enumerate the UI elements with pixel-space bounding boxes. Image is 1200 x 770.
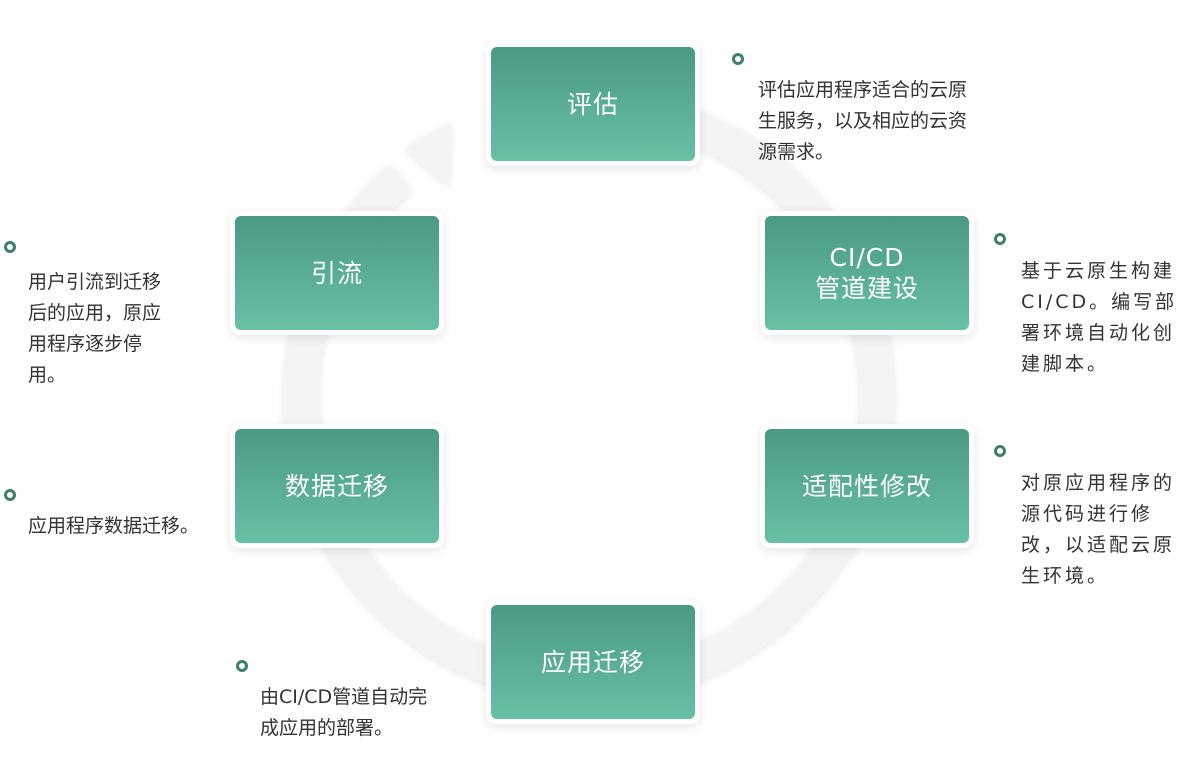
step-box-adapt: 适配性修改 <box>760 424 974 548</box>
bullet-icon-migrate-app <box>236 660 248 672</box>
note-migrate-app: 由CI/CD管道自动完 成应用的部署。 <box>260 651 427 770</box>
bullet-icon-cicd <box>994 233 1006 245</box>
step-label-traffic: 引流 <box>235 216 439 330</box>
note-migrate-data: 应用程序数据迁移。 <box>28 480 199 573</box>
step-label-cicd: CI/CD 管道建设 <box>765 216 969 330</box>
note-text-traffic: 用户引流到迁移 后的应用，原应 用程序逐步停 用。 <box>28 271 162 386</box>
note-text-migrate-app: 由CI/CD管道自动完 成应用的部署。 <box>260 686 428 739</box>
cycle-arrow-head <box>405 123 451 186</box>
note-cicd: 基于云原生构建 CI/CD。编写部 署环境自动化创 建脚本。 <box>1021 225 1177 411</box>
cycle-ring-arc <box>284 91 895 702</box>
note-text-cicd: 基于云原生构建 CI/CD。编写部 署环境自动化创 建脚本。 <box>1021 260 1178 375</box>
step-box-migrate-data: 数据迁移 <box>230 424 444 548</box>
step-label-assess: 评估 <box>491 47 695 161</box>
bullet-icon-assess <box>732 53 744 65</box>
step-label-migrate-app: 应用迁移 <box>491 605 695 719</box>
step-box-traffic: 引流 <box>230 211 444 335</box>
note-traffic: 用户引流到迁移 后的应用，原应 用程序逐步停 用。 <box>28 236 161 422</box>
step-box-migrate-app: 应用迁移 <box>486 600 700 724</box>
note-text-migrate-data: 应用程序数据迁移。 <box>28 515 200 537</box>
note-text-assess: 评估应用程序适合的云原 生服务，以及相应的云资 源需求。 <box>758 79 968 163</box>
note-adapt: 对原应用程序的 源代码进行修 改，以适配云原 生环境。 <box>1021 437 1175 623</box>
step-label-adapt: 适配性修改 <box>765 429 969 543</box>
step-box-cicd: CI/CD 管道建设 <box>760 211 974 335</box>
note-text-adapt: 对原应用程序的 源代码进行修 改，以适配云原 生环境。 <box>1021 472 1176 587</box>
note-assess: 评估应用程序适合的云原 生服务，以及相应的云资 源需求。 <box>758 44 967 199</box>
bullet-icon-migrate-data <box>4 489 16 501</box>
bullet-icon-adapt <box>994 445 1006 457</box>
bullet-icon-traffic <box>4 241 16 253</box>
step-box-assess: 评估 <box>486 42 700 166</box>
step-label-migrate-data: 数据迁移 <box>235 429 439 543</box>
